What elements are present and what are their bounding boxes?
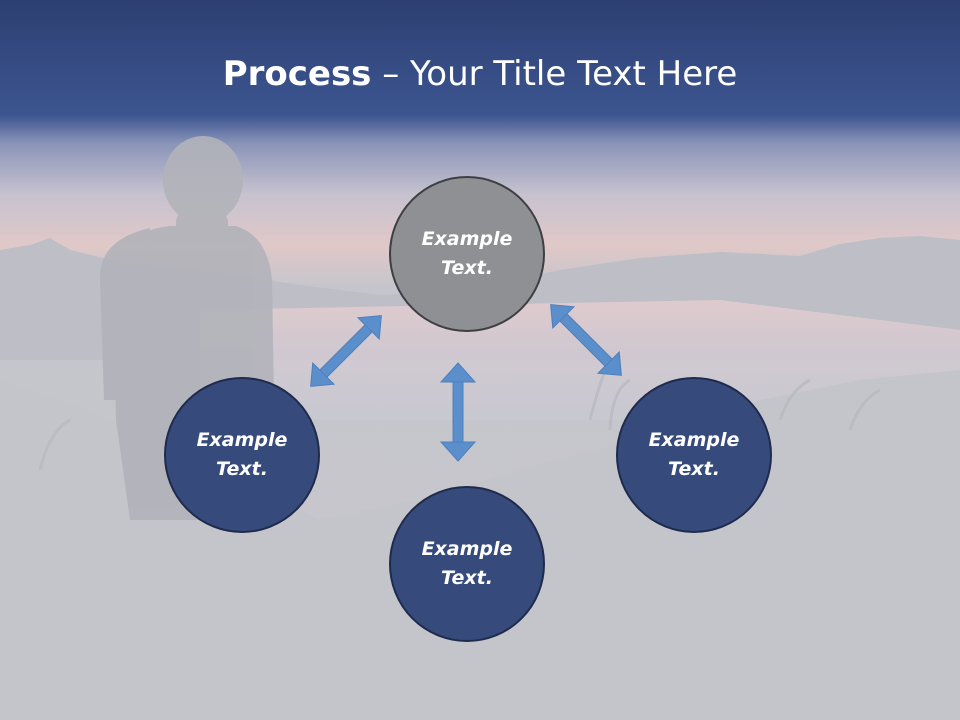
process-node-top[interactable]: Example Text. <box>389 176 545 332</box>
double-arrow-icon <box>310 315 382 387</box>
process-node-top-label: Example Text. <box>421 228 513 279</box>
process-node-bottom-label: Example Text. <box>421 538 513 589</box>
process-node-right-label: Example Text. <box>648 429 740 480</box>
double-arrow-icon <box>550 304 622 376</box>
title-bold: Process <box>222 54 372 94</box>
title-rest: – Your Title Text Here <box>371 54 738 94</box>
process-node-left[interactable]: Example Text. <box>164 377 320 533</box>
process-node-right[interactable]: Example Text. <box>616 377 772 533</box>
double-arrow-icon <box>439 362 477 462</box>
process-node-left-label: Example Text. <box>196 429 288 480</box>
slide-title: Process – Your Title Text Here <box>0 52 960 96</box>
process-node-bottom[interactable]: Example Text. <box>389 486 545 642</box>
